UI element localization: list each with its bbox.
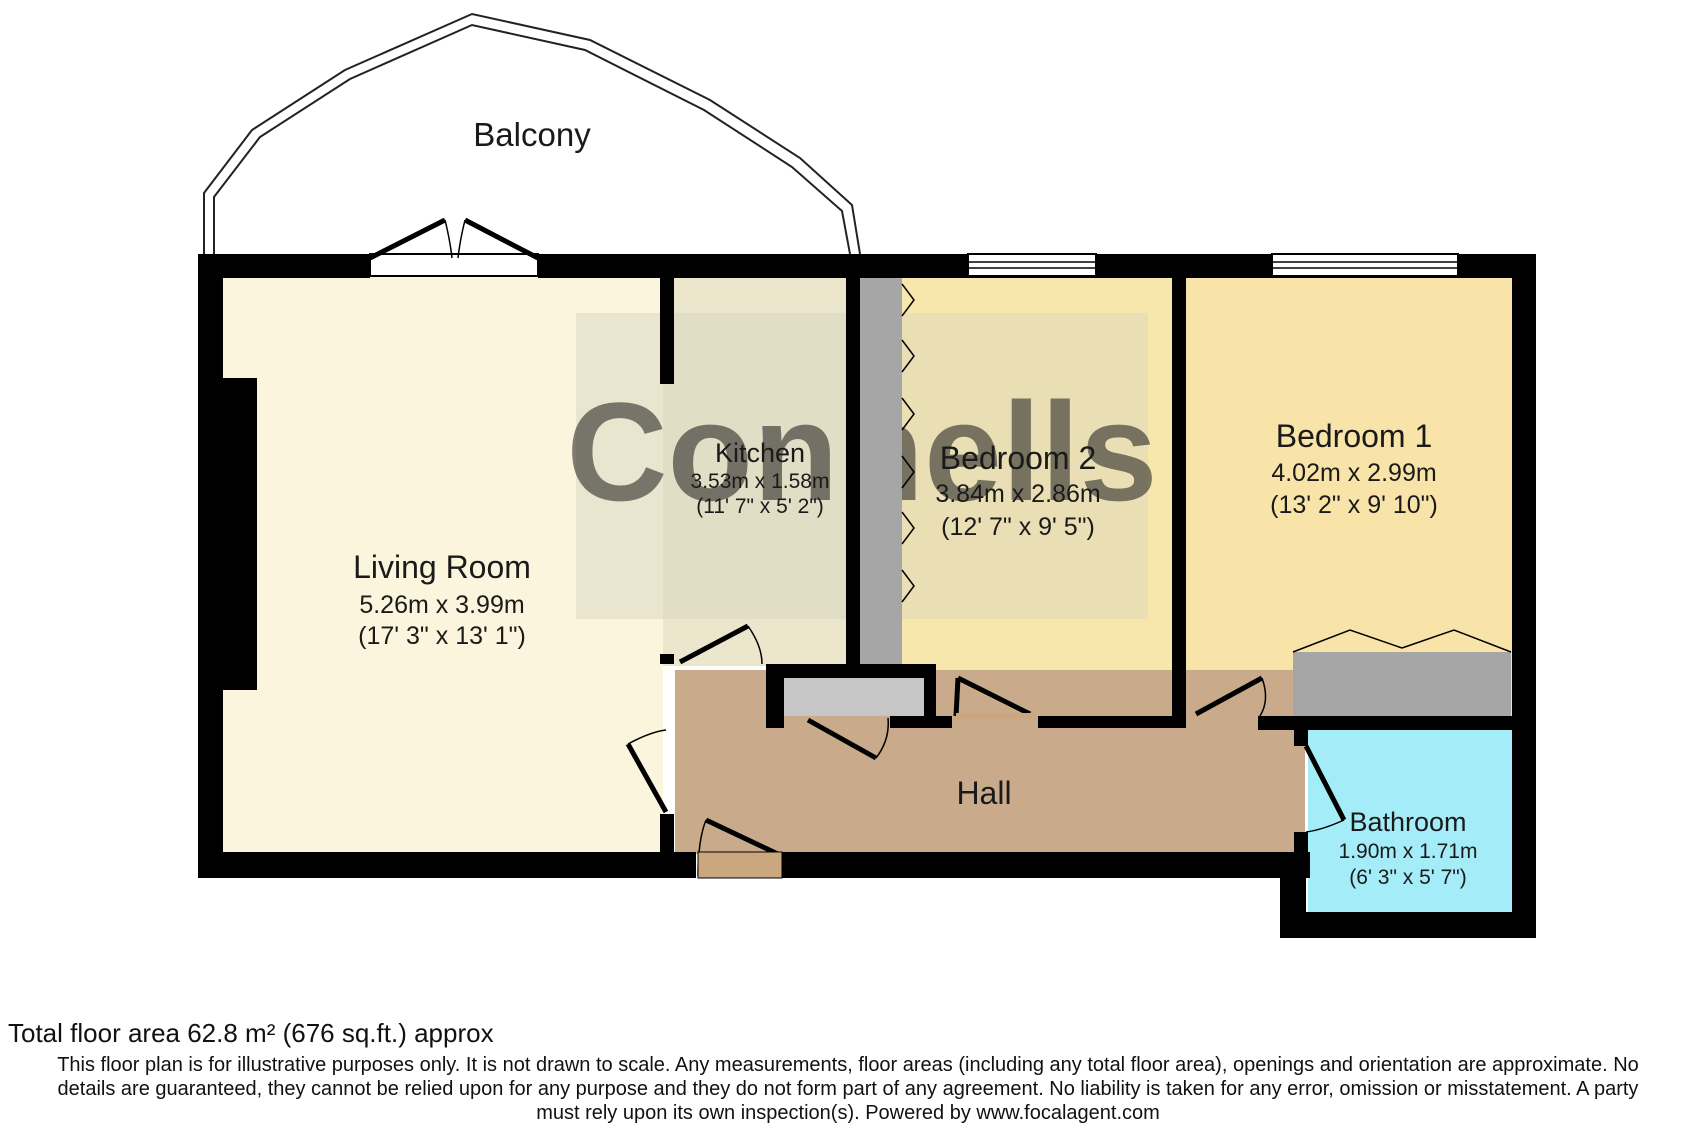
- wardrobe-bedroom-2: [860, 278, 902, 666]
- svg-text:Bedroom 2: Bedroom 2: [940, 440, 1097, 476]
- svg-text:Kitchen: Kitchen: [715, 438, 805, 468]
- bathroom-area: [1308, 730, 1513, 915]
- hall-label: Hall: [956, 775, 1011, 811]
- svg-text:1.90m x 1.71m: 1.90m x 1.71m: [1339, 840, 1478, 863]
- kitchen-label: Kitchen 3.53m x 1.58m (11' 7" x 5' 2"): [691, 438, 830, 518]
- svg-text:Bedroom 1: Bedroom 1: [1276, 418, 1433, 454]
- svg-text:(6' 3" x 5' 7"): (6' 3" x 5' 7"): [1349, 866, 1466, 889]
- disclaimer: This floor plan is for illustrative purp…: [0, 1053, 1696, 1125]
- door-living-room: [625, 729, 669, 814]
- french-doors-balcony: [368, 217, 540, 277]
- svg-text:4.02m x 2.99m: 4.02m x 2.99m: [1271, 459, 1436, 487]
- balcony-label: Balcony: [473, 116, 591, 153]
- cupboard-hall: [784, 678, 924, 716]
- svg-text:5.26m x 3.99m: 5.26m x 3.99m: [359, 591, 524, 619]
- svg-text:Living Room: Living Room: [353, 549, 531, 585]
- disclaimer-line: details are guaranteed, they cannot be r…: [57, 1078, 1639, 1100]
- bedroom-2-area: [902, 276, 1172, 718]
- balcony-outline: [203, 12, 861, 255]
- living-room-label: Living Room 5.26m x 3.99m (17' 3" x 13' …: [353, 549, 531, 650]
- svg-text:Hall: Hall: [956, 775, 1011, 811]
- bedroom-1-label: Bedroom 1 4.02m x 2.99m (13' 2" x 9' 10"…: [1270, 418, 1438, 519]
- disclaimer-line: must rely upon its own inspection(s). Po…: [536, 1102, 1160, 1124]
- door-bathroom: [1303, 744, 1347, 833]
- svg-text:(12' 7" x 9' 5"): (12' 7" x 9' 5"): [941, 513, 1095, 541]
- door-entrance: [697, 817, 784, 879]
- svg-text:Bathroom: Bathroom: [1349, 807, 1466, 837]
- window-bedroom-2: [967, 253, 1097, 277]
- bedroom-1-area: [1186, 276, 1512, 718]
- wardrobe-bedroom-1: [1293, 652, 1511, 718]
- wardrobe-doors-bedroom-2: [901, 283, 915, 603]
- kitchen-area: [663, 276, 846, 666]
- bathroom-label: Bathroom 1.90m x 1.71m (6' 3" x 5' 7"): [1339, 807, 1478, 889]
- door-kitchen: [678, 623, 763, 665]
- svg-text:3.84m x 2.86m: 3.84m x 2.86m: [935, 480, 1100, 508]
- svg-text:(13' 2" x 9' 10"): (13' 2" x 9' 10"): [1270, 491, 1438, 519]
- door-bedroom-1: [1194, 675, 1267, 717]
- svg-text:3.53m x 1.58m: 3.53m x 1.58m: [691, 470, 830, 493]
- total-floor-area: Total floor area 62.8 m² (676 sq.ft.) ap…: [8, 1018, 494, 1048]
- bedroom-2-label: Bedroom 2 3.84m x 2.86m (12' 7" x 9' 5"): [935, 440, 1100, 541]
- wardrobe-doors-bedroom-1: [1292, 629, 1512, 653]
- svg-text:(11' 7" x 5' 2"): (11' 7" x 5' 2"): [696, 495, 824, 518]
- svg-text:(17' 3" x 13' 1"): (17' 3" x 13' 1"): [358, 622, 526, 650]
- fireplace-chimney: [223, 378, 257, 690]
- door-bedroom-2: [953, 675, 1036, 719]
- living-room-area: [223, 276, 663, 854]
- window-bedroom-1: [1271, 253, 1459, 277]
- disclaimer-line: This floor plan is for illustrative purp…: [57, 1054, 1639, 1076]
- door-cupboard: [806, 717, 889, 761]
